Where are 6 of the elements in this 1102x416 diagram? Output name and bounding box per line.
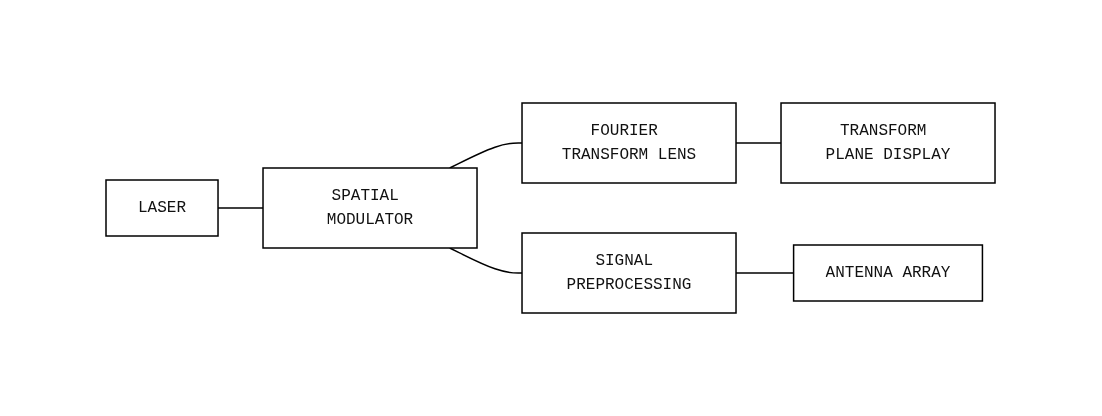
node-box: TRANSFORM PLANE DISPLAY xyxy=(780,102,997,184)
node-box: ANTENNA ARRAY xyxy=(793,244,984,302)
node-box: SPATIAL MODULATOR xyxy=(262,167,479,249)
node-box: SIGNAL PREPROCESSING xyxy=(521,232,738,314)
node-box: LASER xyxy=(105,179,220,237)
node-box: FOURIER TRANSFORM LENS xyxy=(521,102,738,184)
